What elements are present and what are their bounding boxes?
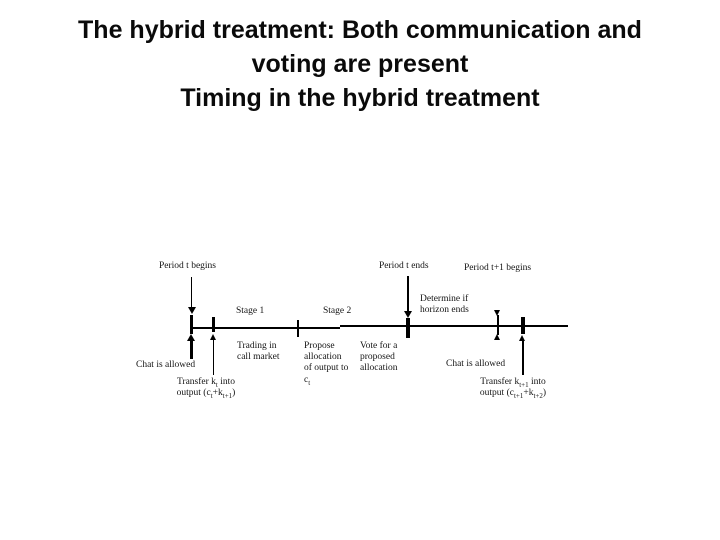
period-t-ends-arrowhead bbox=[404, 311, 412, 318]
transfer-right-label: Transfer kt+1 into output (ct+1+kt+2) bbox=[479, 377, 547, 401]
timeline-line-right bbox=[340, 325, 568, 327]
title-line-2: voting are present bbox=[251, 50, 469, 78]
stage-2-label: Stage 2 bbox=[323, 306, 352, 316]
propose-label: Propose allocation of output to ct bbox=[304, 341, 349, 387]
tick-transfer-t bbox=[212, 317, 215, 332]
timeline-line-left bbox=[192, 327, 340, 329]
period-t-plus-1-begins-label: Period t+1 begins bbox=[464, 263, 532, 273]
period-t-ends-arrow-shaft bbox=[407, 276, 409, 312]
transfer-right-arrow-shaft bbox=[522, 340, 524, 375]
period-t-begins-arrow-shaft bbox=[191, 277, 192, 308]
period-t-begins-arrowhead bbox=[188, 307, 196, 314]
vote-label: Vote for a proposed allocation bbox=[360, 341, 398, 374]
period-t1-marker-head-down bbox=[494, 310, 500, 316]
period-t-begins-label: Period t begins bbox=[159, 261, 216, 271]
transfer-left-label: Transfer kt into output (ct+kt+1) bbox=[176, 377, 236, 401]
chat-left-arrowhead bbox=[187, 334, 195, 341]
tick-period-t-ends bbox=[406, 318, 410, 338]
tick-transfer-t1 bbox=[521, 317, 525, 334]
period-t-ends-label: Period t ends bbox=[379, 261, 429, 271]
tick-stage-boundary bbox=[297, 320, 299, 337]
chat-left-arrow-shaft bbox=[190, 340, 193, 359]
stage-1-label: Stage 1 bbox=[236, 306, 265, 316]
page-title: The hybrid treatment: Both communication… bbox=[0, 13, 720, 115]
tick-period-t-begins bbox=[190, 315, 193, 334]
chat-allowed-right-label: Chat is allowed bbox=[446, 359, 506, 369]
determine-horizon-label: Determine if horizon ends bbox=[420, 294, 469, 316]
transfer-left-arrowhead bbox=[210, 334, 216, 340]
title-line-3: Timing in the hybrid treatment bbox=[180, 84, 540, 112]
chat-allowed-left-label: Chat is allowed bbox=[136, 360, 196, 370]
title-line-1: The hybrid treatment: Both communication… bbox=[78, 16, 642, 44]
period-t1-marker-shaft bbox=[497, 315, 499, 335]
transfer-right-arrowhead bbox=[519, 335, 525, 341]
period-t1-marker-head-up bbox=[494, 334, 500, 340]
transfer-left-arrow-shaft bbox=[213, 339, 214, 375]
trading-label: Trading in call market bbox=[237, 341, 280, 363]
